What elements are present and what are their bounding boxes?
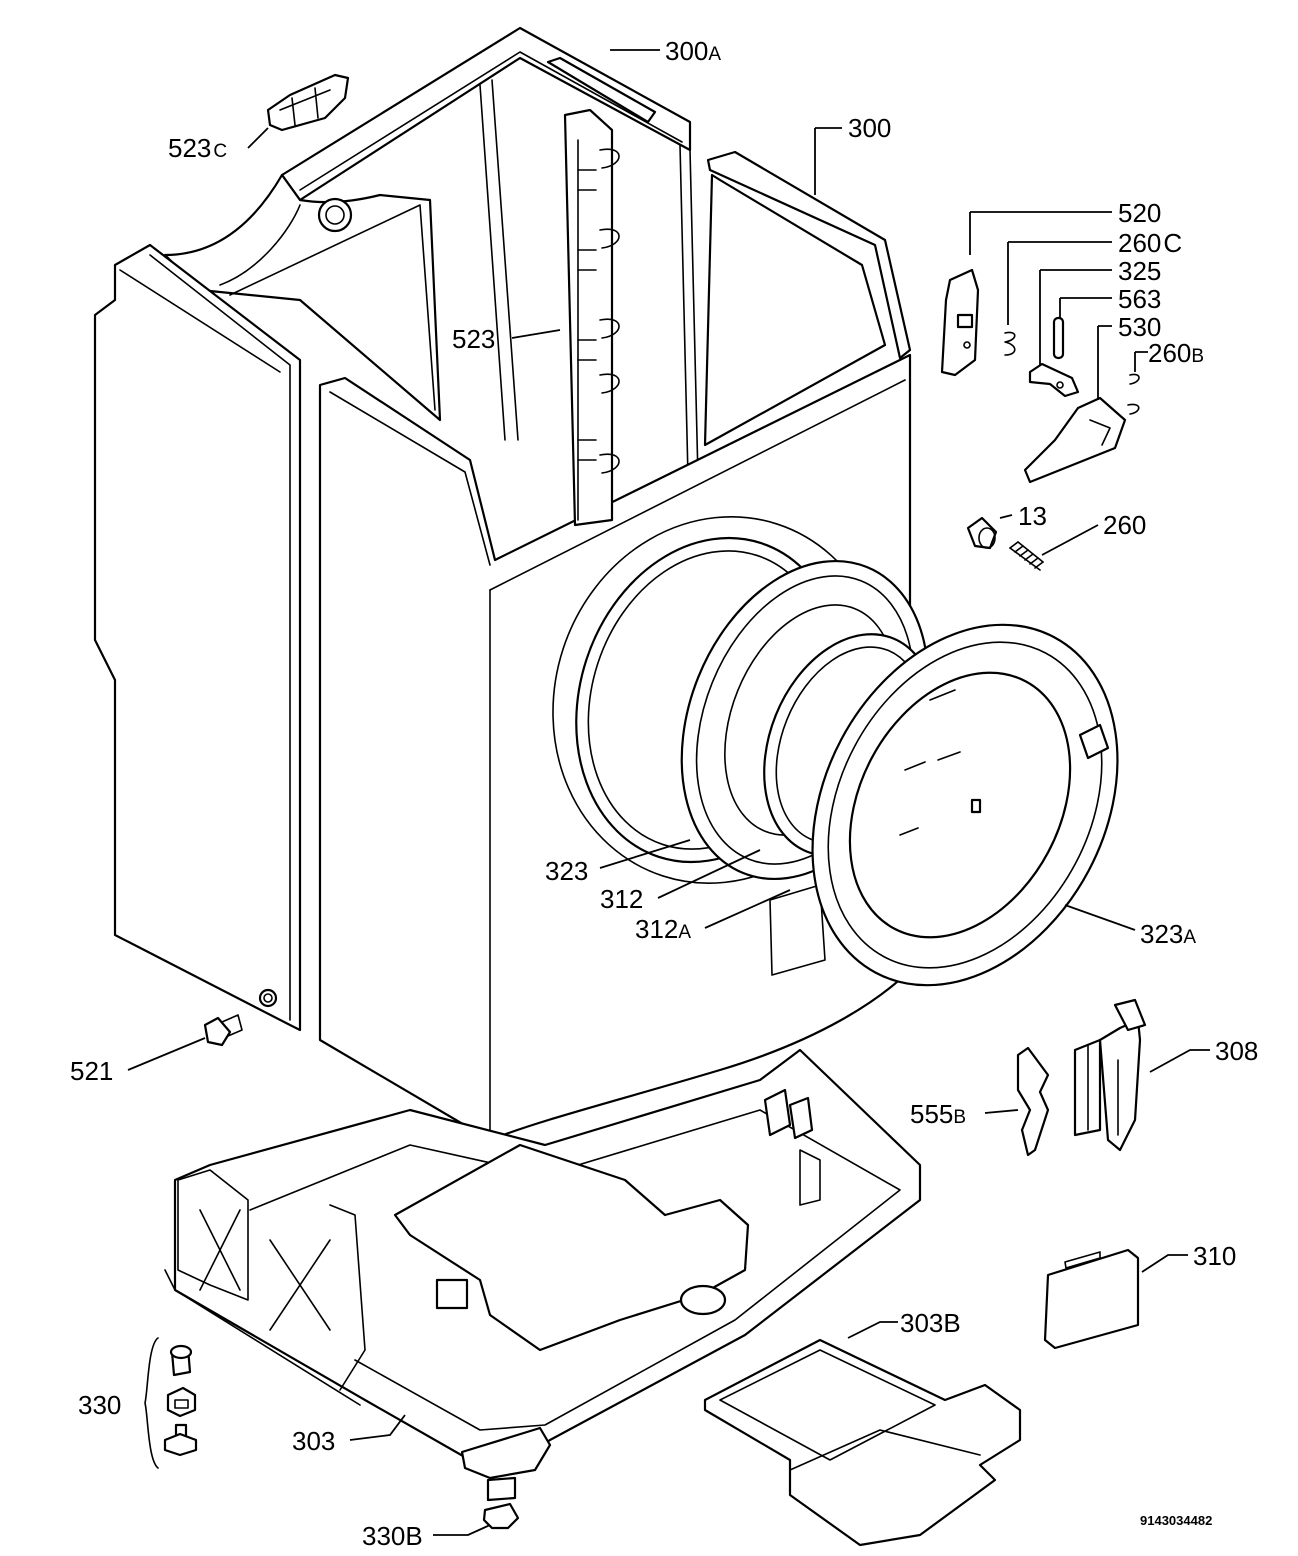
clip-523c-part	[266, 73, 350, 132]
svg-text:303B: 303B	[900, 1308, 961, 1338]
door-assembly	[680, 559, 1119, 987]
callout-523: 523	[452, 324, 495, 354]
callout-330: 330	[78, 1390, 121, 1420]
screw-521-part	[203, 1014, 243, 1047]
callout-530: 530	[1118, 312, 1161, 342]
svg-text:260B: 260B	[1148, 338, 1204, 368]
panel-310-part	[1043, 1248, 1140, 1350]
callout-330b: 330	[362, 1521, 405, 1551]
callout-563: 563	[1118, 284, 1161, 314]
callout-260: 260	[1103, 510, 1146, 540]
reference-number: 9143034482	[1140, 1513, 1212, 1528]
callout-300a: 300	[665, 36, 708, 66]
callout-521: 521	[70, 1056, 113, 1086]
callout-260c: 260	[1118, 228, 1161, 258]
cover-303b-part	[703, 1338, 1022, 1547]
callout-325: 325	[1118, 256, 1161, 286]
svg-text:300A: 300A	[665, 36, 721, 66]
svg-text:330B: 330B	[362, 1521, 423, 1551]
callout-300: 300	[848, 113, 891, 143]
lock-parts	[940, 268, 1140, 571]
svg-text:260C: 260C	[1118, 228, 1182, 258]
callout-303b: 303	[900, 1308, 943, 1338]
callout-308: 308	[1215, 1036, 1258, 1066]
clip-555b-part	[1016, 1046, 1050, 1157]
svg-text:312A: 312A	[635, 914, 691, 944]
base-frame	[164, 1048, 922, 1530]
callout-523c: 523	[168, 133, 211, 163]
callout-303: 303	[292, 1426, 335, 1456]
callout-312a: 312	[635, 914, 678, 944]
callout-520: 520	[1118, 198, 1161, 228]
svg-text:555B: 555B	[910, 1099, 966, 1129]
callout-555b: 555	[910, 1099, 953, 1129]
callout-13: 13	[1018, 501, 1047, 531]
callout-323a: 323	[1140, 919, 1183, 949]
callout-260b: 260	[1148, 338, 1191, 368]
svg-text:323A: 323A	[1140, 919, 1196, 949]
leader-lines	[127, 49, 1210, 1536]
callout-323: 323	[545, 856, 588, 886]
fasteners-330-part	[144, 1337, 198, 1469]
hinge-308-part	[1073, 998, 1147, 1152]
callout-310: 310	[1193, 1241, 1236, 1271]
cabinet-body	[93, 26, 912, 1142]
callout-312: 312	[600, 884, 643, 914]
